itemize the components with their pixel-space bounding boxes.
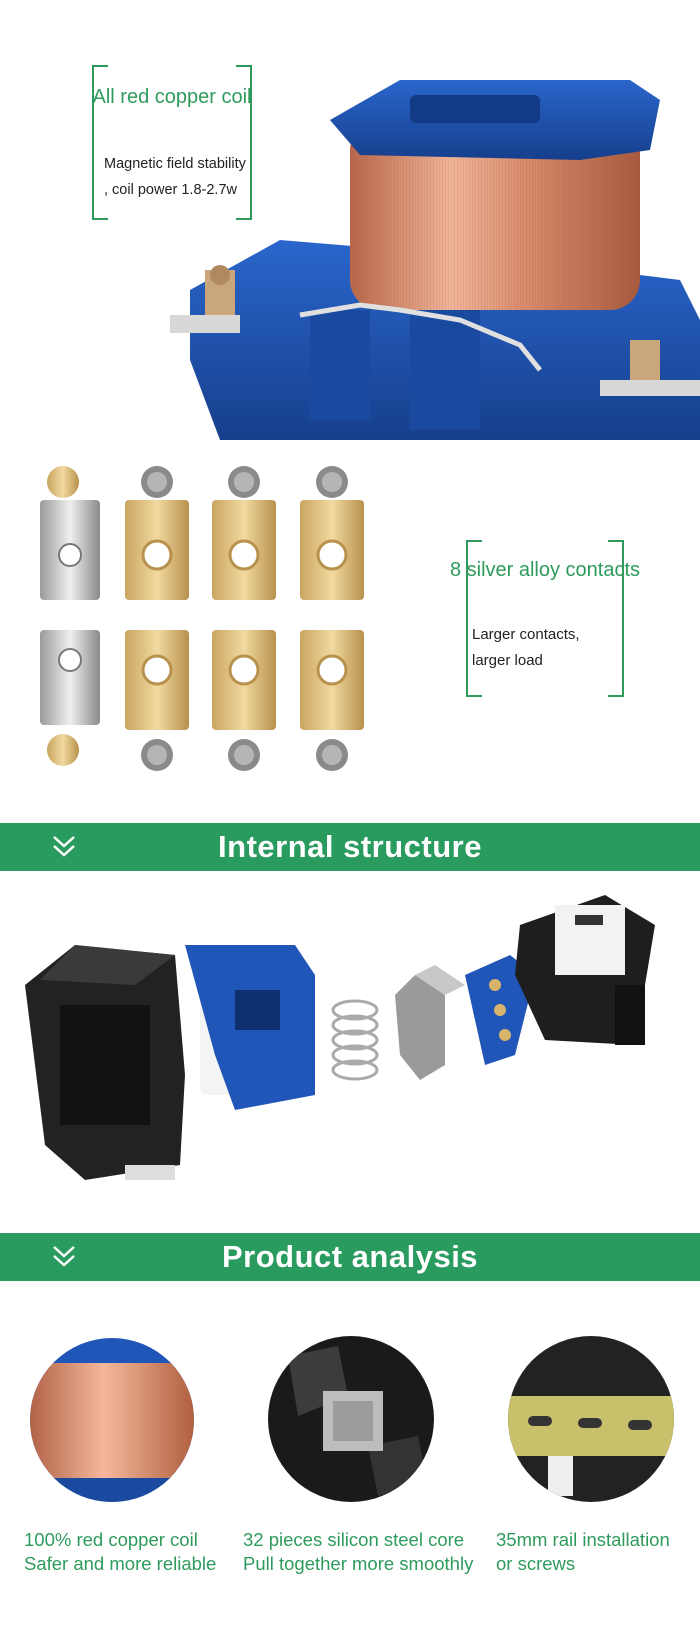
feature-3-line2: or screws [496,1553,576,1574]
feature-1-line1: 100% red copper coil [24,1529,198,1550]
feature-1-line2: Safer and more reliable [24,1553,217,1574]
coil-photo [160,60,700,440]
feature-2-line1: 32 pieces silicon steel core [243,1529,465,1550]
internal-structure-photo [15,895,685,1195]
feature-caption-1: 100% red copper coil Safer and more reli… [24,1528,216,1576]
contacts-photo [30,460,400,780]
section-title-internal-structure: Internal structure [218,829,482,864]
contacts-callout-text: Larger contacts, larger load [472,622,622,674]
coil-callout-line1: Magnetic field stability [104,156,246,172]
coil-callout-title: All red copper coil [92,86,252,108]
contacts-callout-line2: larger load [472,652,543,669]
section-banner-internal-structure: Internal structure [0,823,700,871]
contacts-callout-title: 8 silver alloy contacts [449,559,641,581]
section-title-product-analysis: Product analysis [221,1239,479,1274]
coil-callout-text: Magnetic field stability , coil power 1.… [104,151,274,203]
feature-caption-3: 35mm rail installation or screws [496,1528,670,1576]
housing [25,945,185,1180]
coil-callout-line2: , coil power 1.8-2.7w [104,182,237,198]
feature-image-copper-coil [30,1338,194,1502]
feature-image-silicon-core [268,1336,434,1502]
top-case [515,895,655,1045]
springs [331,999,379,1081]
contact-carrier [465,955,535,1065]
feature-caption-2: 32 pieces silicon steel core Pull togeth… [243,1528,473,1576]
double-chevron-down-icon [53,836,75,857]
double-chevron-down-icon [53,1246,75,1267]
coil-assembly [185,945,315,1110]
contacts-callout: 8 silver alloy contacts Larger contacts,… [450,540,640,697]
coil-callout: All red copper coil Magnetic field stabi… [92,65,252,220]
section-banner-product-analysis: Product analysis [0,1233,700,1281]
feature-2-line2: Pull together more smoothly [243,1553,474,1574]
contact-top-1 [40,466,100,600]
silicon-steel-core [395,965,465,1080]
feature-image-rail [508,1336,674,1502]
feature-3-line1: 35mm rail installation [496,1529,670,1550]
contacts-callout-line1: Larger contacts, [472,626,580,643]
